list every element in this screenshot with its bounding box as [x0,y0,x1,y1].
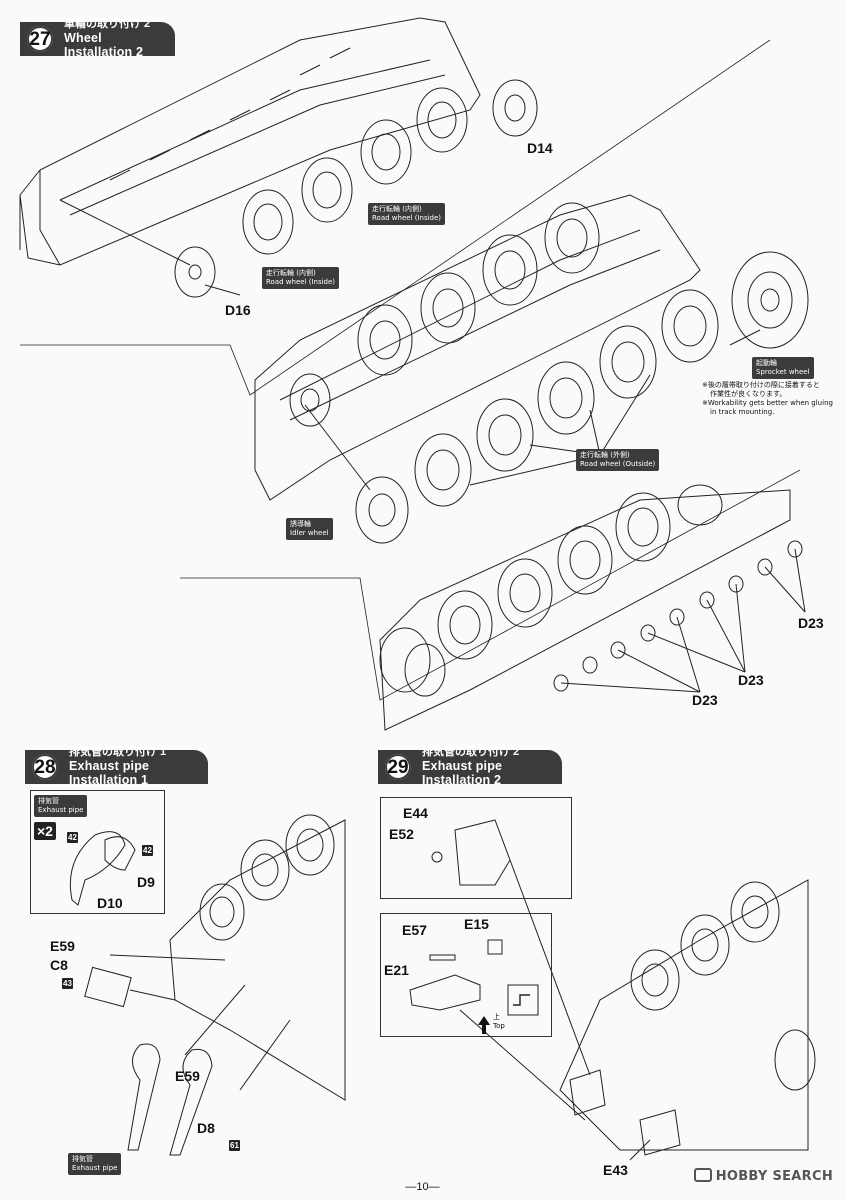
tag-exhaust-pipe-bottom: 排気管 Exhaust pipe [68,1153,122,1175]
lower-road-wheels-inner [357,202,600,376]
part-e43: E43 [603,1162,628,1178]
sprocket-wheel [731,251,809,349]
d14-hub [492,79,538,137]
part-d14: D14 [527,140,553,156]
part-d23-middle: D23 [738,672,764,688]
sprocket-note: ※後の履帯取り付けの際に接着すると 作業性が良くなります。 ※Workabili… [702,381,833,417]
part-e15: E15 [464,916,489,932]
upper-axles [109,47,351,181]
part-e52: E52 [389,826,414,842]
camera-icon [693,1168,712,1182]
upper-hull-side [39,170,61,266]
part-d8: D8 [197,1120,215,1136]
tag-road-wheel-inside-upper: 走行転輪 (内側) Road wheel (Inside) [368,203,446,225]
c8-part [84,966,132,1008]
tag-idler-wheel: 誘導輪 Idler wheel [286,518,333,540]
part-e57: E57 [402,922,427,938]
step-27-number: 27 [24,23,56,55]
divider-27b [180,469,801,701]
step-28-number: 28 [29,751,61,783]
part-e44: E44 [403,805,428,821]
step29-wheels [630,881,816,1091]
lower-hull-outline [254,194,701,501]
d23-road-wheels [437,484,723,660]
badge-42-left: 42 [67,832,78,843]
step-27-title-en: Wheel Installation 2 [64,30,144,60]
e43-guard [639,1109,681,1156]
step-29-header: 29 排気管の取り付け 2 Exhaust pipe Installation … [378,746,562,787]
step-27-title-jp: 車輪の取り付け 2 [64,18,151,31]
step-28-title-jp: 排気管の取り付け 1 [69,746,167,759]
part-d23-bottom: D23 [692,692,718,708]
upper-road-wheels [242,87,468,255]
tag-road-wheel-outside: 走行転輪 (外側) Road wheel (Outside) [576,449,660,471]
part-d9: D9 [137,874,155,890]
part-c8: C8 [50,957,68,973]
e21-bracket [409,974,481,1011]
badge-42-right: 42 [142,845,153,856]
d23-hub-caps [553,540,803,692]
tag-sprocket-wheel: 起動輪 Sprocket wheel [752,357,814,379]
step-28-header: 28 排気管の取り付け 1 Exhaust pipe Installation … [25,746,208,787]
exhaust-pipe-inset [30,790,165,914]
idler-wheel [355,476,409,544]
step-28-title-en: Exhaust pipe Installation 1 [69,758,150,788]
step28-hull [169,819,346,1101]
cover-inset [380,797,572,899]
part-d16: D16 [225,302,251,318]
bracket-inset [380,913,552,1037]
page-number: —10— [405,1181,440,1193]
step-29-title-jp: 排気管の取り付け 2 [422,746,520,759]
d23-hull-outline [379,489,791,731]
badge-61: 61 [229,1140,240,1151]
tag-exhaust-pipe-inset: 排気管 Exhaust pipe [34,795,88,817]
part-e59-upper: E59 [50,938,75,954]
step28-wheels [199,814,335,941]
part-d10: D10 [97,895,123,911]
step29-hull [559,879,809,1151]
badge-43: 43 [62,978,73,989]
top-orientation-box [507,984,539,1016]
part-e21: E21 [384,962,409,978]
d16-disc [174,246,216,298]
quantity-multiplier: ×2 [34,822,56,840]
part-e59-lower: E59 [175,1068,200,1084]
step-29-title-en: Exhaust pipe Installation 2 [422,758,503,788]
tag-road-wheel-inside-lower: 走行転輪 (内側) Road wheel (Inside) [262,267,340,289]
exhaust-pipe-right [169,1048,213,1156]
watermark-logo: HOBBY SEARCH [693,1168,833,1184]
inset-exhaust-pipe [69,831,126,906]
exhaust-pipe-left [127,1043,161,1151]
step-27-header: 27 車輪の取り付け 2 Wheel Installation 2 [20,18,175,59]
top-orientation-label: 上 Top [493,1013,505,1031]
divider-27 [20,39,771,396]
e44-cover [454,819,511,886]
part-d23-right: D23 [798,615,824,631]
step-29-number: 29 [382,751,414,783]
top-arrow-icon [478,1016,490,1034]
upper-hull-outline [19,17,481,266]
lower-road-wheels-outer [414,289,719,507]
